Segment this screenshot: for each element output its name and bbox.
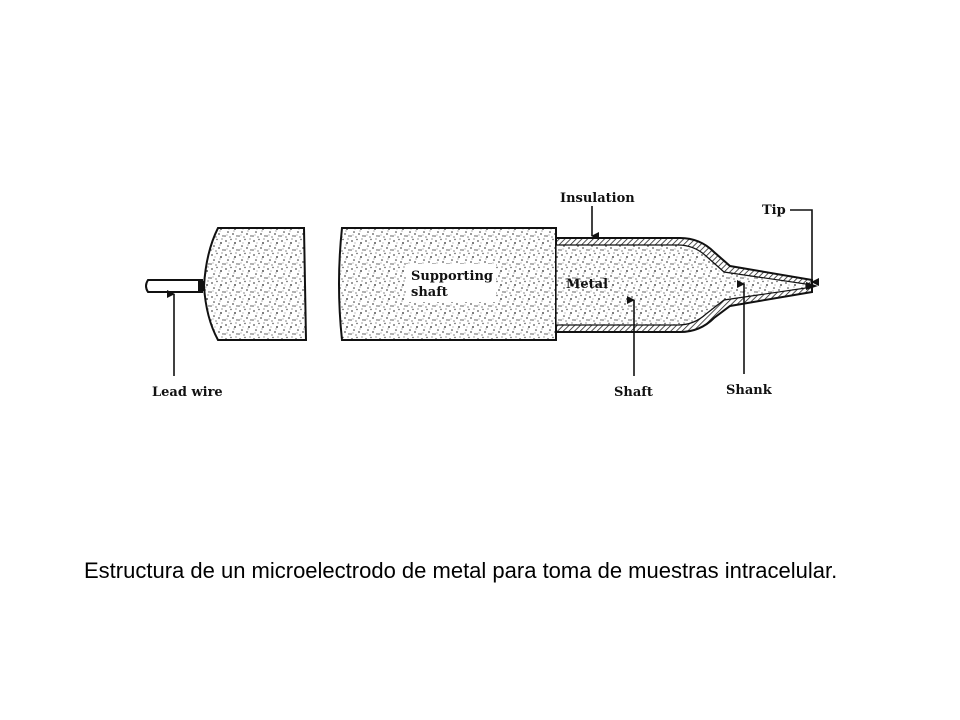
- tip-arrow: [790, 209, 819, 286]
- supporting-shaft-left-block: [202, 227, 308, 341]
- electrode-tip: [806, 282, 818, 290]
- figure-caption: Estructura de un microelectrodo de metal…: [84, 558, 838, 583]
- metal-label: Metal: [566, 277, 608, 292]
- lead-wire: [145, 279, 204, 293]
- supporting-shaft-label-background: [406, 264, 496, 302]
- shaft-label: Shaft: [614, 385, 653, 400]
- supporting-shaft-label-line2: shaft: [411, 285, 448, 300]
- tip-label: Tip: [762, 203, 786, 218]
- insulation-label: Insulation: [560, 191, 635, 206]
- supporting-shaft-label-line1: Supporting: [411, 269, 493, 284]
- shank-label: Shank: [726, 383, 773, 398]
- lead-wire-label: Lead wire: [152, 385, 223, 400]
